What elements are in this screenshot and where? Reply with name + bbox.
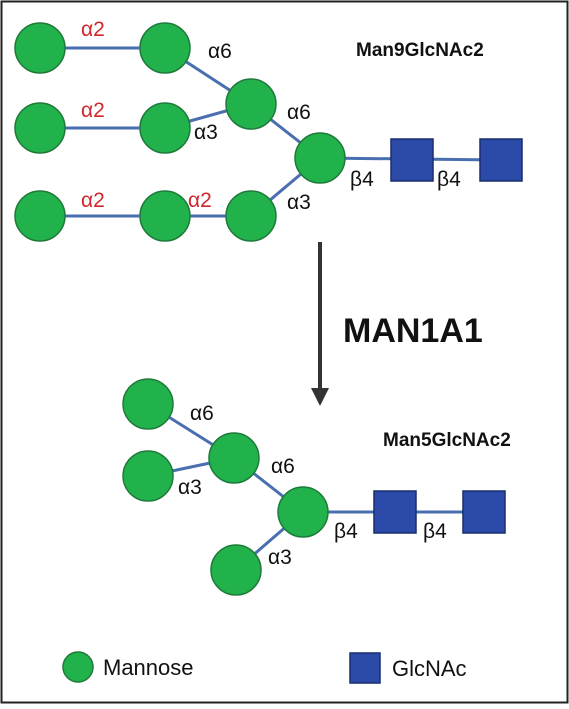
mannose-circle [277,486,329,538]
bottom-label-a3-upper: α3 [178,476,202,499]
mannose-circle [225,190,277,242]
mannose-circle [14,102,66,154]
bottom-structure-title: Man5GlcNAc2 [383,430,511,451]
legend: Mannose GlcNAc [62,651,467,684]
bottom-glcnac [373,490,506,534]
arrow-head [311,388,329,406]
legend-glcnac-icon [349,652,381,684]
top-label-a2-row3a: α2 [81,189,105,212]
legend-mannose-label: Mannose [103,655,194,680]
bottom-label-b4-first: β4 [334,520,358,543]
mannose-circle [122,378,174,430]
glcnac-square [373,490,417,534]
legend-glcnac-label: GlcNAc [392,656,467,681]
mannose-circle [294,132,346,184]
bottom-mannose [122,378,329,596]
top-bonds [38,46,502,218]
top-mannose [14,22,346,242]
top-label-b4-first: β4 [350,168,374,191]
mannose-circle [208,432,260,484]
glcnac-square [462,490,506,534]
bottom-label-a6-upper: α6 [190,402,214,425]
glcnac-square [390,138,434,182]
top-label-b4-second: β4 [437,168,461,191]
top-glcnac [390,138,523,182]
mannose-circle [122,450,174,502]
reaction-arrow [311,242,329,406]
top-label-a2-row1: α2 [81,18,105,41]
mannose-circle [139,190,191,242]
top-label-a6-upper: α6 [208,40,232,63]
top-label-a3-core: α3 [287,191,311,214]
mannose-circle [139,102,191,154]
enzyme-label: MAN1A1 [343,312,483,350]
mannose-circle [210,544,262,596]
top-label-a6-core: α6 [287,101,311,124]
top-structure-title: Man9GlcNAc2 [356,40,484,61]
top-label-a2-row3b: α2 [188,189,212,212]
mannose-circle [14,22,66,74]
glcnac-square [479,138,523,182]
top-label-a2-row2: α2 [81,99,105,122]
bottom-label-b4-second: β4 [423,520,447,543]
mannose-circle [225,78,277,130]
mannose-circle [14,190,66,242]
mannose-circle [139,22,191,74]
legend-mannose-icon [62,651,94,683]
bottom-label-a3-core: α3 [268,546,292,569]
bottom-label-a6-core: α6 [271,455,295,478]
top-label-a3-mid: α3 [194,121,218,144]
